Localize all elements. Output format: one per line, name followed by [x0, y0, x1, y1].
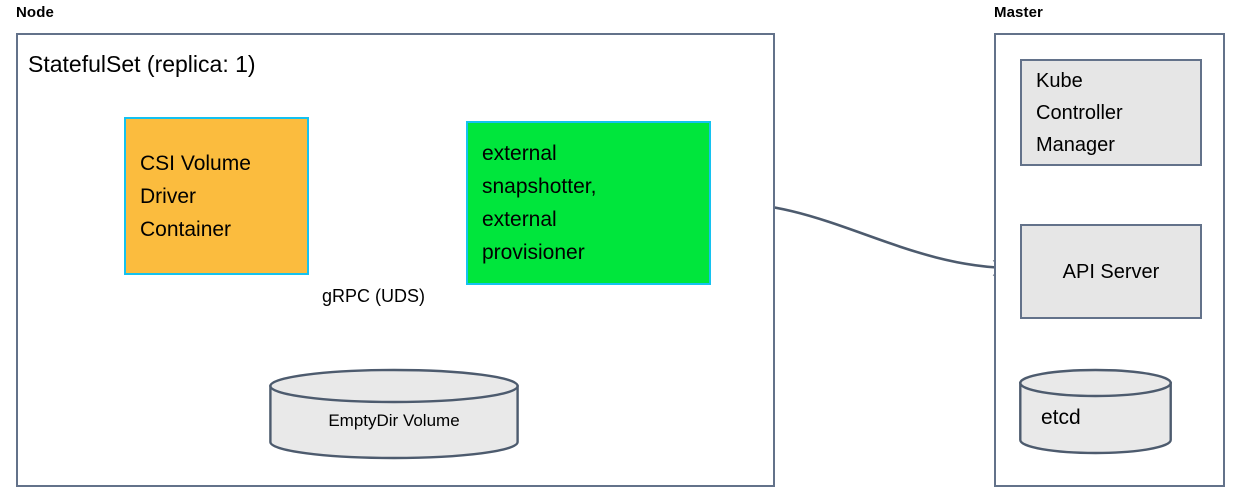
node-api-server[interactable]: API Server	[1020, 224, 1202, 319]
node-external-sidecars[interactable]: external snapshotter, external provision…	[466, 121, 711, 285]
csi-line-2: Driver	[140, 184, 196, 208]
kcm-line-1: Kube	[1036, 69, 1083, 92]
kcm-line-2: Controller	[1036, 101, 1123, 124]
sidecar-line-1: external	[482, 142, 557, 165]
sidecar-line-4: provisioner	[482, 241, 585, 264]
edge-label-grpc: gRPC (UDS)	[322, 286, 426, 306]
kcm-line-3: Manager	[1036, 133, 1115, 156]
sidecar-line-3: external	[482, 208, 557, 231]
zone-label-master: Master	[994, 4, 1043, 21]
node-kube-controller-manager[interactable]: Kube Controller Manager	[1020, 59, 1202, 166]
node-emptydir-volume[interactable]: EmptyDir Volume	[269, 368, 519, 460]
sidecar-line-2: snapshotter,	[482, 175, 597, 198]
api-server-label: API Server	[1062, 260, 1160, 283]
csi-line-1: CSI Volume	[140, 151, 251, 175]
node-etcd[interactable]: etcd	[1019, 368, 1172, 455]
node-csi-volume-driver-container[interactable]: CSI Volume Driver Container	[124, 117, 309, 275]
csi-line-3: Container	[140, 217, 232, 241]
zone-label-node: Node	[16, 4, 54, 21]
statefulset-title: StatefulSet (replica: 1)	[28, 51, 256, 77]
